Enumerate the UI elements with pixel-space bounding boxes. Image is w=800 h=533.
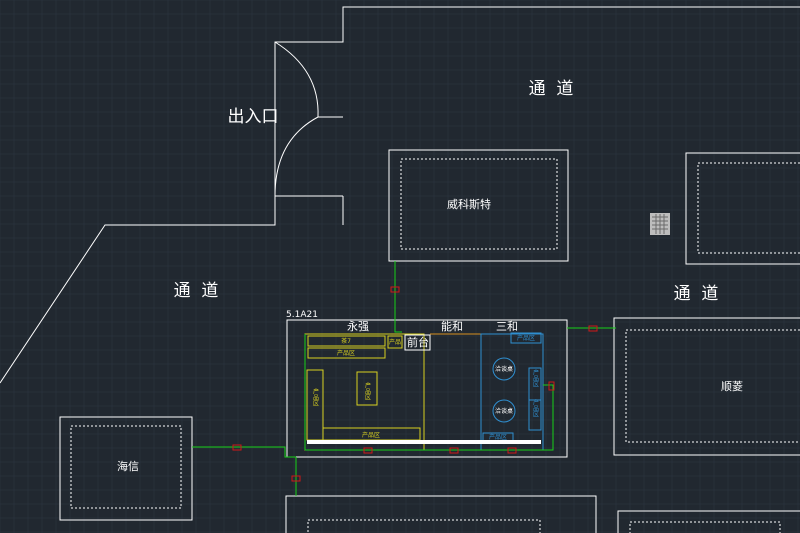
yq-bottom-label: 产品区 [362,431,380,439]
booth-bottom-center[interactable] [285,495,597,533]
marker [363,447,373,454]
aisle-right-label: 通 道 [674,284,719,304]
yq-small-label: 产品 [389,338,401,346]
aisle-top-label: 通 道 [529,79,574,99]
sh-top-label: 产品区 [517,334,535,342]
sh-top-product [510,332,542,344]
yq-left-label: 产品区 [312,387,319,406]
booth-outline [286,319,568,458]
small-product [387,335,403,349]
sh-table-1-label: 洽谈桌 [495,365,513,373]
sh-table-2-label: 洽谈桌 [495,407,513,415]
booth-outline [285,495,597,533]
sh-right-1-label: 产品区 [532,368,539,387]
booth-code-label: 5.1A21 [286,310,318,320]
door-arc-lower [274,116,319,197]
front-desk-label: 前台 [407,335,429,349]
yq-counter-top-label: 茶7 [341,337,351,345]
booth-haixin[interactable]: 海信 [59,416,193,521]
booth-right-top[interactable] [685,152,800,265]
brand-yongqiang-label: 永强 [347,319,369,333]
booth-inner [307,519,541,533]
route-markers [232,286,598,482]
booth-shunling[interactable]: 顺菱 [613,317,800,456]
marker [588,325,598,332]
sh-table-2 [492,399,516,423]
equipment-icon [650,213,670,235]
front-desk-box [404,334,431,351]
route-haixin [192,446,296,458]
marker [390,286,400,293]
aisle-left-label: 通 道 [174,281,219,301]
booth-outline [617,510,800,533]
sh-table-1 [492,357,516,381]
booth-weikesite[interactable]: 威科斯特 [388,149,569,262]
counter-top [307,335,386,347]
booth-inner [697,162,800,254]
sh-bottom-label: 产品区 [489,433,507,441]
route-sanhe-right [543,384,554,451]
yq-center-label: 产品区 [364,381,371,400]
booth-5-1a21[interactable]: 5.1A21 永强 能和 三和 茶7 产品区 产品 前台 产品区 产品区 产品区 [286,310,568,458]
center-product [356,371,378,406]
marker [548,381,555,391]
booth-front-bar [307,440,541,444]
booth-inner [400,158,558,250]
brand-nenghe-label: 能和 [441,319,463,333]
entrance-label: 出入口 [228,107,279,127]
counter-2 [307,347,386,359]
structural-walls [0,6,800,384]
booth-outline [685,152,800,265]
booth-shunling-label: 顺菱 [721,380,743,393]
top-hall-boundary [0,6,800,384]
booth-outline [388,149,569,262]
booth-outline [613,317,800,456]
yq-counter-2-label: 产品区 [337,349,355,357]
marker [449,447,459,454]
door-arc-upper [274,41,319,118]
booth-inner [625,329,800,443]
marker [291,475,301,482]
booth-weikesite-label: 威科斯特 [447,197,491,211]
zone-sanhe[interactable] [480,332,544,451]
brand-sanhe-label: 三和 [496,320,518,333]
sh-right-product-2 [528,399,542,431]
sh-right-2-label: 产品区 [532,398,539,417]
route-weikesite [394,261,402,333]
booth-inner [629,521,781,533]
booth-outline [59,416,193,521]
marker [507,447,517,454]
marker [232,444,242,451]
route-lines [192,261,616,496]
booth-haixin-label: 海信 [117,459,139,473]
booth-bottom-right[interactable] [617,510,800,533]
